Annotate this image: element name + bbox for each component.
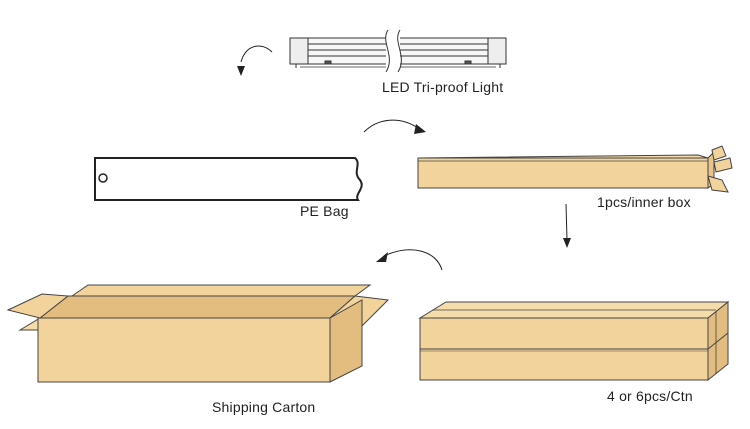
carton-stack <box>418 300 730 382</box>
led-light-fixture <box>289 29 507 73</box>
label-pe-bag: PE Bag <box>300 203 349 219</box>
label-led-light: LED Tri-proof Light <box>382 79 504 95</box>
inner-box <box>417 145 733 193</box>
shipping-carton <box>6 284 390 383</box>
label-inner-box: 1pcs/inner box <box>597 194 691 210</box>
label-ctn-count: 4 or 6pcs/Ctn <box>607 388 693 404</box>
arrow-bag-to-inner-box <box>363 119 426 134</box>
arrow-light-to-bag <box>237 45 273 76</box>
arrow-inner-box-down <box>563 203 571 248</box>
pe-bag <box>94 157 363 201</box>
label-shipping-carton: Shipping Carton <box>212 399 316 415</box>
arrow-stack-to-carton <box>376 249 443 271</box>
